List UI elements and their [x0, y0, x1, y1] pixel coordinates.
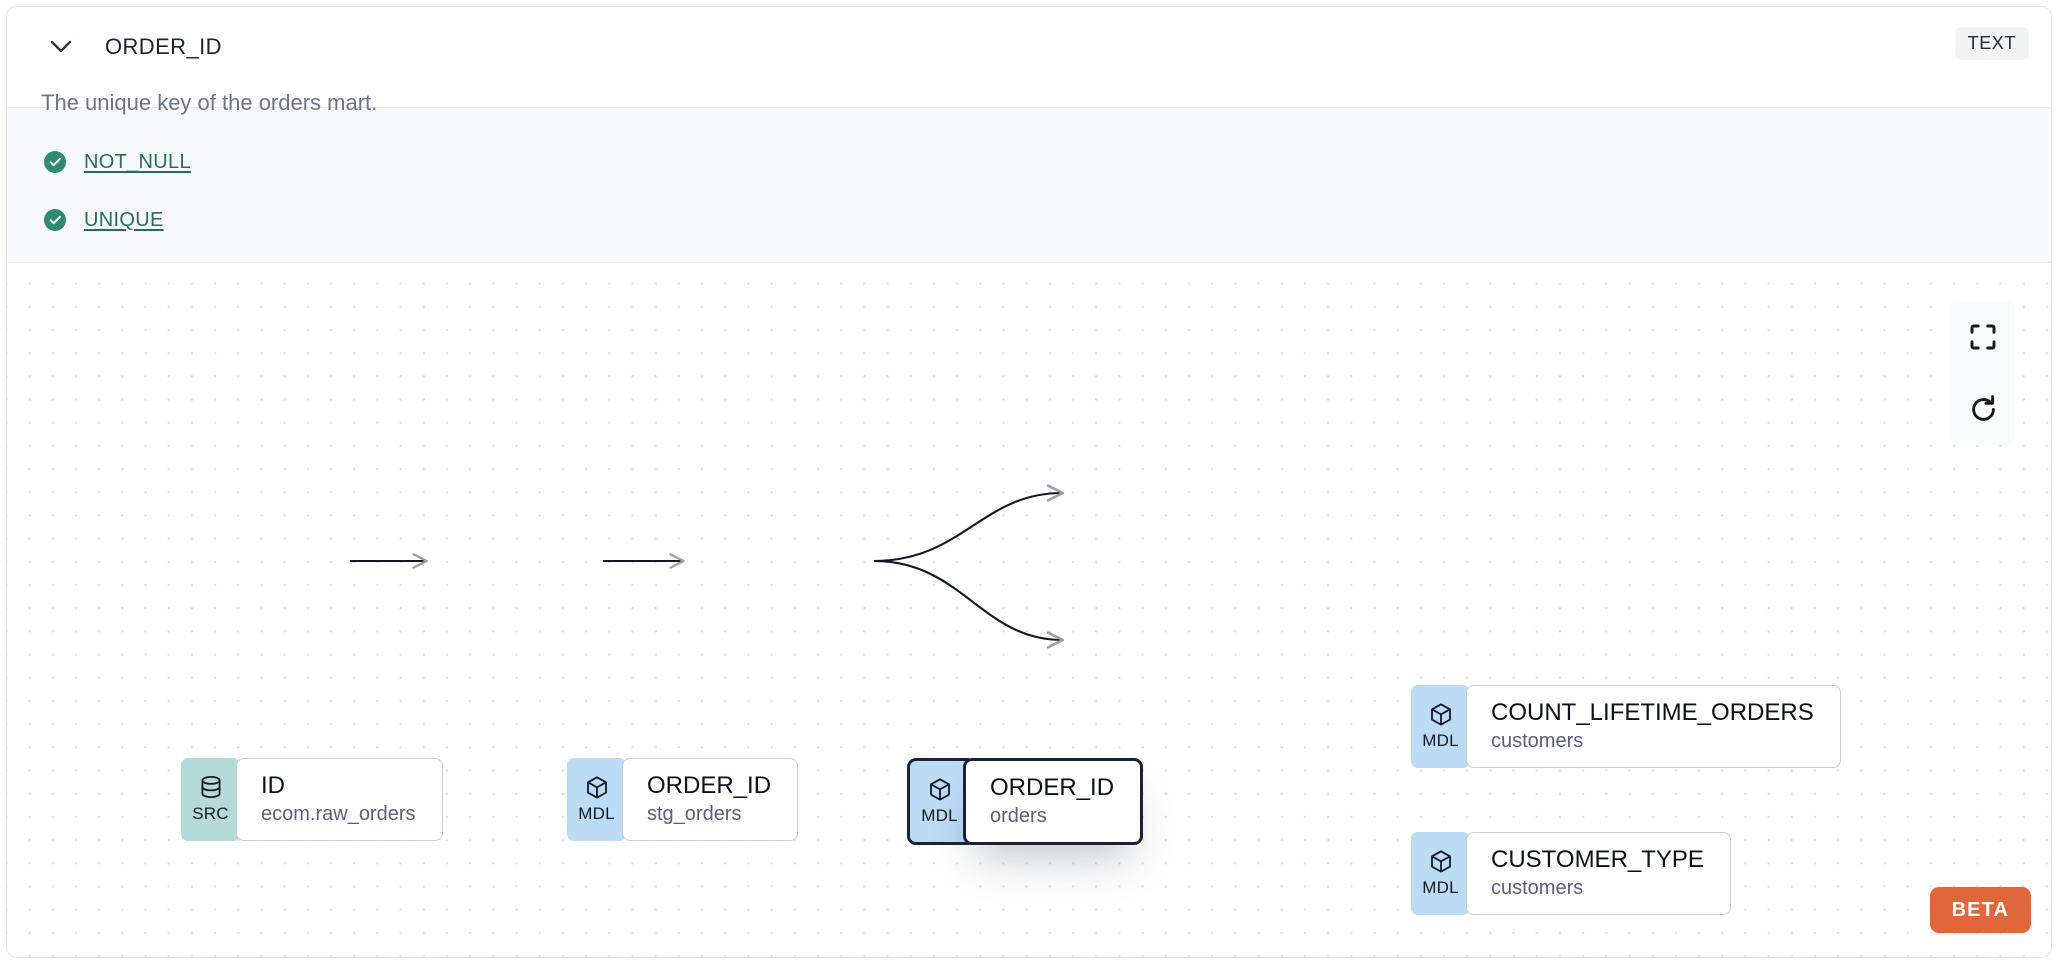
node-type-badge-mdl: MDL — [907, 758, 969, 846]
column-detail-panel: ORDER_ID TEXT The unique key of the orde… — [6, 6, 2052, 958]
node-card[interactable]: ID ecom.raw_orders — [236, 758, 443, 842]
cube-icon — [1430, 850, 1451, 873]
node-badge-label: MDL — [921, 806, 958, 826]
beta-badge[interactable]: BETA — [1929, 887, 2031, 933]
node-type-badge-src: SRC — [181, 758, 240, 842]
chevron-down-icon[interactable] — [41, 29, 81, 65]
node-badge-label: SRC — [192, 804, 229, 824]
reset-view-button[interactable] — [1951, 373, 2015, 445]
column-type-badge: TEXT — [1954, 27, 2029, 60]
canvas-controls — [1951, 301, 2015, 445]
node-card[interactable]: ORDER_ID orders — [963, 758, 1144, 846]
lineage-node-customer-type[interactable]: MDL CUSTOMER_TYPE customers — [1411, 832, 1731, 916]
node-table-name: customers — [1491, 730, 1584, 753]
lineage-edges — [350, 484, 1065, 649]
lineage-node-orders-order-id-selected[interactable]: MDL ORDER_ID orders — [907, 758, 1144, 846]
database-icon — [200, 776, 221, 799]
check-circle-icon — [44, 151, 66, 173]
refresh-icon — [1971, 394, 1995, 421]
node-table-name: orders — [990, 805, 1047, 828]
node-column-name: CUSTOMER_TYPE — [1491, 846, 1704, 873]
node-column-name: ORDER_ID — [990, 774, 1115, 801]
test-row: NOT_NULL — [7, 133, 2051, 191]
node-column-name: ID — [261, 772, 285, 799]
node-card[interactable]: COUNT_LIFETIME_ORDERS customers — [1466, 685, 1841, 769]
node-table-name: stg_orders — [647, 803, 742, 826]
panel-header: ORDER_ID TEXT The unique key of the orde… — [7, 7, 2051, 115]
fullscreen-icon — [1970, 324, 1996, 350]
node-badge-label: MDL — [1422, 878, 1459, 898]
check-circle-icon — [44, 209, 66, 231]
test-row: UNIQUE — [7, 191, 2051, 249]
cube-icon — [1430, 703, 1451, 726]
node-table-name: ecom.raw_orders — [261, 803, 416, 826]
node-card[interactable]: ORDER_ID stg_orders — [622, 758, 799, 842]
node-table-name: customers — [1491, 877, 1584, 900]
node-type-badge-mdl: MDL — [567, 758, 626, 842]
node-badge-label: MDL — [578, 804, 615, 824]
cube-icon — [929, 778, 950, 801]
lineage-node-count-lifetime-orders[interactable]: MDL COUNT_LIFETIME_ORDERS customers — [1411, 685, 1841, 769]
node-column-name: COUNT_LIFETIME_ORDERS — [1491, 699, 1814, 726]
page-title: ORDER_ID — [105, 34, 222, 59]
node-card[interactable]: CUSTOMER_TYPE customers — [1466, 832, 1731, 916]
fit-view-button[interactable] — [1951, 301, 2015, 373]
lineage-node-stg-order-id[interactable]: MDL ORDER_ID stg_orders — [567, 758, 799, 842]
test-link-not-null[interactable]: NOT_NULL — [84, 150, 191, 173]
lineage-graph-canvas[interactable]: SRC ID ecom.raw_orders MDL ORDER_ID stg_… — [7, 263, 2051, 957]
lineage-node-src-id[interactable]: SRC ID ecom.raw_orders — [181, 758, 443, 842]
column-description: The unique key of the orders mart. — [41, 90, 378, 115]
node-type-badge-mdl: MDL — [1411, 685, 1470, 769]
node-type-badge-mdl: MDL — [1411, 832, 1470, 916]
node-badge-label: MDL — [1422, 731, 1459, 751]
node-column-name: ORDER_ID — [647, 772, 772, 799]
cube-icon — [586, 776, 607, 799]
test-link-unique[interactable]: UNIQUE — [84, 208, 164, 231]
tests-section: NOT_NULL UNIQUE — [7, 107, 2051, 263]
